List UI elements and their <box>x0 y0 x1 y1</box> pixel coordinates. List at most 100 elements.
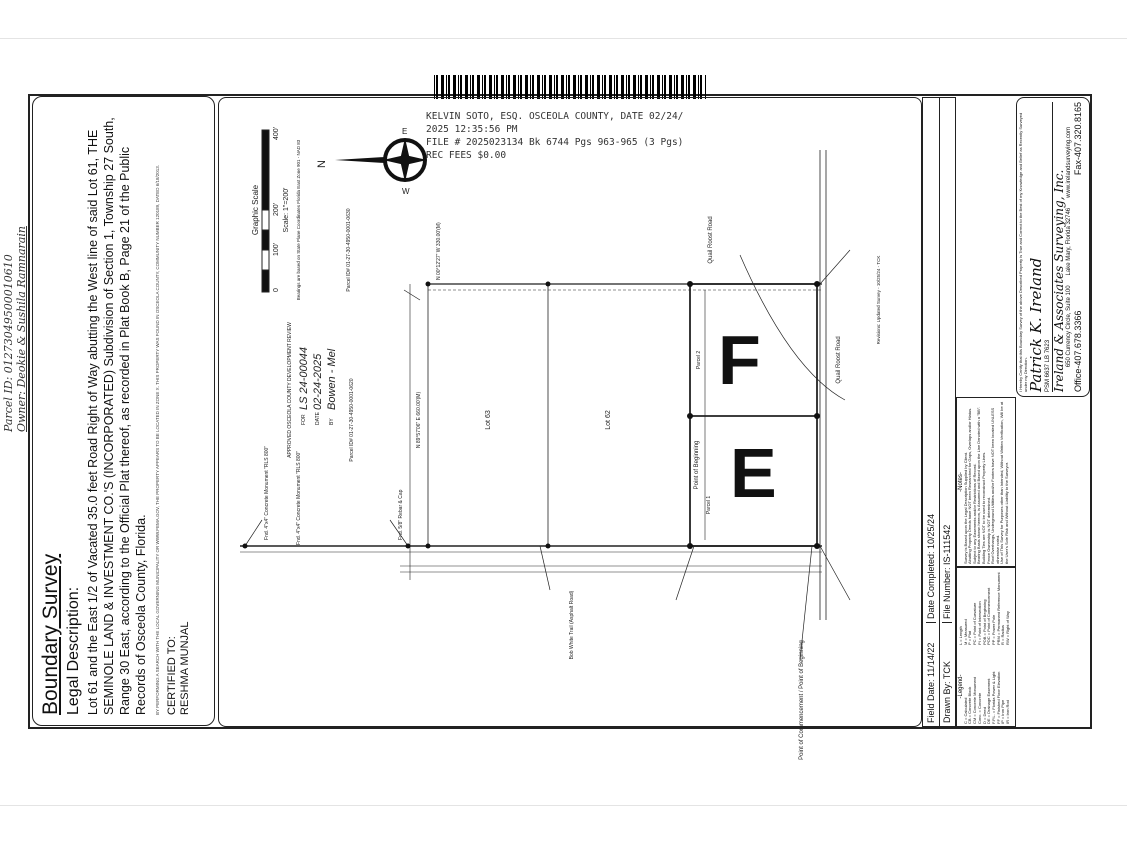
barcode-bar <box>609 75 612 99</box>
company-contact: 650 Currency Circle, Suite 100 Lake Mary… <box>1066 102 1073 392</box>
recording-barcode <box>434 75 706 99</box>
north-arrow-compass-icon: N W E <box>316 127 427 196</box>
parcel-2-label: Parcel 2 <box>696 351 702 370</box>
corner-point <box>687 543 693 549</box>
quail-roost-label-bottom: Quail Roost Road <box>836 336 842 383</box>
barcode-bar <box>530 75 531 99</box>
barcode-bar <box>669 75 672 99</box>
barcode-bar <box>465 75 468 99</box>
quail-roost-label-top: Quail Roost Road <box>708 216 714 263</box>
recording-line: FILE # 2025023134 Bk 6744 Pgs 963-965 (3… <box>426 137 684 148</box>
barcode-bar <box>681 75 684 99</box>
company-website[interactable]: www.irelandsurveying.com <box>1066 126 1073 198</box>
scale-tick: 200' <box>273 203 280 216</box>
company-name: Ireland & Associates Surveying, Inc. <box>1052 102 1067 392</box>
parcel-letter-e: E <box>730 434 777 512</box>
title-block: Field Date: 11/14/22 Date Completed: 10/… <box>922 97 1090 727</box>
revision-note: Revisions: Updated Survey - 10/25/24 - T… <box>876 256 881 345</box>
barcode-bar <box>472 75 474 99</box>
barcode-bar <box>561 75 564 99</box>
barcode-bar <box>628 75 630 99</box>
north-label: N <box>316 160 328 168</box>
legend-item: IR = Iron Rod <box>1005 700 1011 724</box>
barcode-bar <box>592 75 594 99</box>
barcode-bar <box>458 75 459 99</box>
barcode-bar <box>525 75 528 99</box>
corner-point <box>242 543 248 549</box>
scale-tick: 0 <box>273 288 280 292</box>
scale-text: Scale: 1"=200' <box>283 188 290 233</box>
barcode-bar <box>580 75 582 99</box>
parcel-label-left-2: Parcel ID# 01-27-30-4950-0001-0620 <box>349 378 355 461</box>
notes-box: -Notes- Survey is Based upon the Legal D… <box>956 397 1016 567</box>
barcode-bar <box>448 75 450 99</box>
monument-label: Fnd. 4"x4" Concrete Monument "RLS 800" <box>264 446 270 540</box>
survey-sheet-frame <box>28 94 1092 729</box>
barcode-bar <box>597 75 600 99</box>
stamp-date-label: DATE <box>315 411 321 425</box>
point-of-beginning-label: Point of Beginning <box>694 441 700 490</box>
barcode-bar <box>652 75 654 99</box>
barcode-bar <box>650 75 651 99</box>
barcode-bar <box>566 75 567 99</box>
barcode-bar <box>698 75 699 99</box>
parcel-label-left-1: Parcel ID# 01-27-30-4950-0001-0630 <box>346 208 352 291</box>
barcode-bar <box>674 75 675 99</box>
barcode-bar <box>470 75 471 99</box>
barcode-bar <box>686 75 687 99</box>
barcode-bar <box>501 75 504 99</box>
stamp-for-value: LS 24-00044 <box>298 347 310 410</box>
corner-point <box>687 281 693 287</box>
corner-point <box>425 543 431 549</box>
barcode-bar <box>460 75 462 99</box>
barcode-bar <box>688 75 690 99</box>
barcode-bar <box>556 75 558 99</box>
survey-drawing-panel <box>218 97 922 727</box>
drawn-by: Drawn By: TCK <box>942 622 953 726</box>
corner-point <box>687 413 693 419</box>
stamp-by-label: BY <box>329 418 335 425</box>
surveyor-signature: Patrick K. Ireland <box>1027 257 1046 392</box>
company-phones: Office-407.678.3366 Fax-407.320.8165 <box>1073 102 1084 392</box>
recording-line: KELVIN SOTO, ESQ. OSCEOLA COUNTY, DATE 0… <box>426 111 684 122</box>
barcode-bar <box>453 75 456 99</box>
barcode-bar <box>602 75 603 99</box>
barcode-bar <box>484 75 486 99</box>
surveyor-box: I Hereby Certify that this Boundary Surv… <box>1016 97 1090 397</box>
barcode-bar <box>614 75 615 99</box>
parcel-letter-f: F <box>718 321 761 399</box>
barcode-bar <box>496 75 498 99</box>
corner-point <box>814 281 820 287</box>
barcode-bar <box>693 75 696 99</box>
stamp-for-label: FOR <box>301 414 307 425</box>
corner-point <box>545 543 551 549</box>
approval-stamp-heading: APPROVED OSCEOLA COUNTY DEVELOPMENT REVI… <box>287 322 293 458</box>
barcode-bar <box>676 75 678 99</box>
compass-west-label: W <box>402 187 410 196</box>
barcode-bar <box>544 75 546 99</box>
barcode-bar <box>638 75 639 99</box>
rebar-label: Fnd. 5/8" Rebar & Cap <box>398 489 404 540</box>
stamp-by-value: Bowen - Mel <box>326 348 338 410</box>
graphic-scale-bar <box>261 129 270 293</box>
corner-point <box>405 543 411 549</box>
barcode-bar <box>700 75 702 99</box>
barcode-bar <box>705 75 706 99</box>
barcode-bar <box>578 75 579 99</box>
barcode-bar <box>568 75 570 99</box>
bob-white-trail-label: Bob White Trail (Asphalt Road) <box>569 590 575 659</box>
compass-east-label: E <box>402 127 407 136</box>
page-edge-top <box>0 38 1127 39</box>
barcode-bar <box>434 75 435 99</box>
fax-number: Fax-407.320.8165 <box>1073 102 1084 176</box>
north-line-bearing: N 00°12'27" W 330.00'(M) <box>436 222 442 280</box>
survey-corners <box>242 281 820 549</box>
corner-point <box>814 543 820 549</box>
barcode-bar <box>532 75 534 99</box>
stamp-date-value: 02-24-2025 <box>312 353 324 410</box>
corner-point <box>545 281 551 287</box>
barcode-bar <box>506 75 507 99</box>
recording-stamp: KELVIN SOTO, ESQ. OSCEOLA COUNTY, DATE 0… <box>426 110 683 162</box>
